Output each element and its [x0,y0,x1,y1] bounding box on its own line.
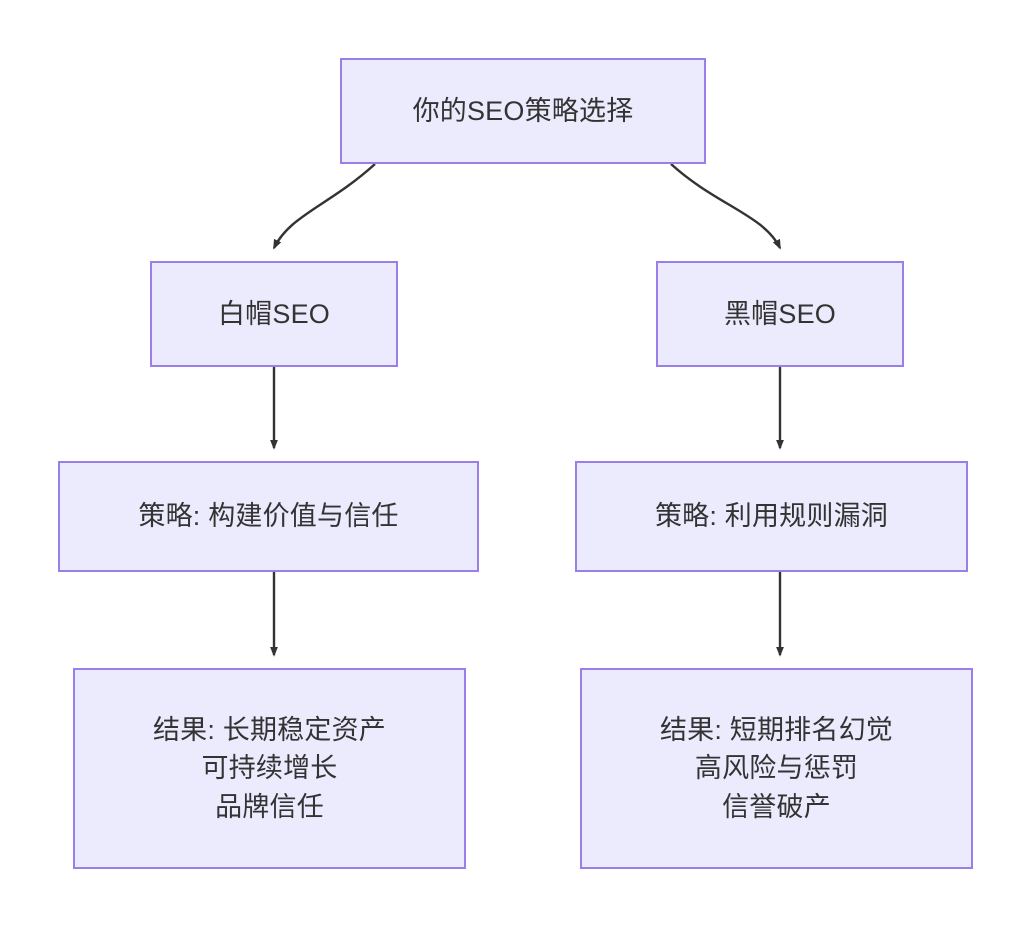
node-black-strategy-label-line-1: 策略: 利用规则漏洞 [654,501,888,532]
edge-root-to-black-hat [670,163,782,250]
node-white-outcome-label-line-2: 可持续增长 [201,753,338,784]
node-black-hat-strategy[interactable]: 策略: 利用规则漏洞 [575,461,968,572]
node-black-hat-label-line-1: 黑帽SEO [723,298,837,329]
node-root-label-line-1: 你的SEO策略选择 [412,95,634,126]
node-black-hat-seo[interactable]: 黑帽SEO [656,261,904,367]
node-white-outcome-label-line-3: 品牌信任 [215,791,324,822]
node-root-seo-strategy-choice[interactable]: 你的SEO策略选择 [340,58,706,164]
node-white-hat-label-line-1: 白帽SEO [217,298,331,329]
node-black-hat-outcome[interactable]: 结果: 短期排名幻觉 高风险与惩罚 信誉破产 [580,668,973,869]
node-white-hat-strategy[interactable]: 策略: 构建价值与信任 [58,461,479,572]
node-black-outcome-label-line-2: 高风险与惩罚 [694,753,859,784]
node-white-hat-seo[interactable]: 白帽SEO [150,261,398,367]
node-black-outcome-label-line-3: 信誉破产 [722,791,831,822]
node-white-strategy-label-line-1: 策略: 构建价值与信任 [138,501,399,532]
node-white-outcome-label-line-1: 结果: 长期稳定资产 [152,715,386,745]
node-black-outcome-label-line-1: 结果: 短期排名幻觉 [659,715,893,745]
node-white-hat-outcome[interactable]: 结果: 长期稳定资产 可持续增长 品牌信任 [73,668,466,869]
edge-root-to-white-hat [272,163,376,250]
